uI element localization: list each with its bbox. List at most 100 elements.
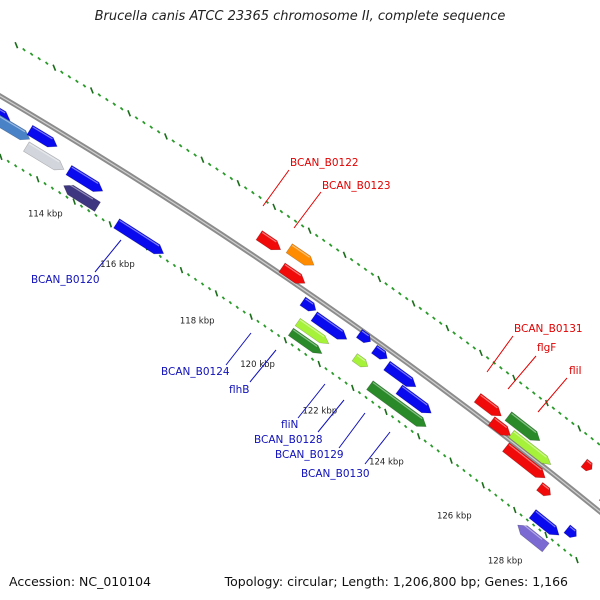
- gene-label-b0123[interactable]: BCAN_B0123: [322, 180, 391, 192]
- gene-feature[interactable]: [563, 524, 580, 540]
- gene-feature[interactable]: [502, 442, 548, 483]
- gene-feature[interactable]: [351, 353, 370, 371]
- gene-feature[interactable]: [287, 327, 324, 357]
- ring-dot: [134, 116, 139, 120]
- callout-line-b0124: [225, 332, 252, 366]
- ring-dot: [14, 41, 19, 49]
- ring-dot: [158, 254, 162, 259]
- ring-dot: [384, 282, 388, 286]
- ring-dot: [171, 139, 176, 143]
- ring-dot: [321, 238, 326, 243]
- ring-dot: [344, 381, 348, 385]
- callout-line-b0129: [338, 412, 366, 449]
- ring-dot: [44, 61, 49, 66]
- gene-label-fliI[interactable]: fliI: [569, 365, 582, 377]
- gene-feature[interactable]: [473, 393, 505, 420]
- ring-dot: [455, 463, 460, 468]
- ring-dot: [410, 429, 414, 434]
- ring-dot: [97, 93, 102, 97]
- gene-feature[interactable]: [299, 296, 319, 314]
- gene-label-flhB[interactable]: flhB: [229, 384, 249, 396]
- ring-dot: [127, 110, 132, 117]
- gene-label-b0130[interactable]: BCAN_B0130: [301, 468, 370, 480]
- ring-dot: [531, 391, 536, 395]
- gene-feature[interactable]: [528, 509, 562, 540]
- gene-label-fliN[interactable]: fliN: [281, 419, 298, 431]
- gene-feature[interactable]: [580, 458, 595, 473]
- gene-feature[interactable]: [113, 218, 167, 259]
- gene-feature[interactable]: [366, 380, 430, 431]
- ring-dot: [481, 481, 485, 489]
- gene-label-b0122[interactable]: BCAN_B0122: [290, 157, 359, 169]
- ring-dot: [119, 106, 124, 111]
- gene-label-b0129[interactable]: BCAN_B0129: [275, 449, 344, 461]
- ring-dot: [221, 296, 226, 300]
- gene-label-b0128[interactable]: BCAN_B0128: [254, 434, 323, 446]
- tick-label: 128 kbp: [488, 557, 523, 567]
- gene-feature[interactable]: [514, 521, 550, 553]
- ring-dot: [215, 167, 219, 171]
- tick-label: 124 kbp: [369, 458, 404, 468]
- ring-dot: [300, 224, 305, 228]
- ring-dot: [351, 384, 355, 392]
- ring-dot: [418, 306, 423, 311]
- gene-feature[interactable]: [285, 243, 317, 270]
- ring-dot: [310, 357, 315, 361]
- ring-dot: [229, 176, 234, 181]
- ring-dot: [544, 399, 549, 407]
- gene-feature[interactable]: [0, 113, 33, 144]
- ring-dot: [337, 376, 342, 381]
- gene-feature[interactable]: [278, 262, 308, 288]
- ring-dot: [28, 172, 33, 177]
- ring-dot: [349, 257, 354, 262]
- gene-feature[interactable]: [310, 311, 350, 344]
- ring-dot: [79, 204, 84, 208]
- gene-feature[interactable]: [395, 384, 435, 418]
- ring-dot: [235, 305, 239, 310]
- ring-dot: [452, 331, 456, 335]
- gene-feature[interactable]: [536, 482, 554, 499]
- gene-feature[interactable]: [487, 416, 514, 440]
- tick-label: 122 kbp: [302, 406, 337, 416]
- ring-dot: [416, 432, 421, 440]
- ring-dot: [445, 324, 450, 332]
- ring-dot: [193, 153, 197, 157]
- ring-dot: [104, 97, 109, 102]
- gene-feature[interactable]: [26, 124, 60, 151]
- tick-label: 120 kbp: [240, 360, 275, 370]
- callout-line-b0123: [293, 191, 322, 229]
- gene-label-b0120[interactable]: BCAN_B0120: [31, 274, 100, 286]
- gene-feature[interactable]: [504, 411, 543, 445]
- gene-feature[interactable]: [370, 344, 390, 362]
- gene-feature[interactable]: [61, 181, 101, 212]
- gene-feature[interactable]: [23, 141, 66, 174]
- ring-dot: [363, 267, 368, 272]
- gene-feature[interactable]: [355, 328, 373, 345]
- callout-line-flgF: [507, 355, 537, 390]
- tick-label: 118 kbp: [180, 317, 215, 327]
- ring-dot: [403, 424, 408, 429]
- ring-dot: [462, 468, 466, 473]
- ring-dot: [518, 381, 523, 385]
- ring-dot: [370, 272, 375, 276]
- ring-dot: [142, 120, 146, 125]
- ring-dot: [425, 311, 429, 316]
- ring-dot: [283, 336, 288, 344]
- ring-dot: [423, 439, 427, 443]
- gene-feature[interactable]: [65, 164, 106, 195]
- ring-dot: [108, 221, 113, 228]
- ring-dot: [293, 219, 298, 223]
- ring-dot: [89, 87, 94, 94]
- gene-label-flgF[interactable]: flgF: [537, 342, 556, 354]
- ring-dot: [57, 190, 62, 195]
- gene-feature[interactable]: [508, 429, 554, 468]
- gene-label-b0131[interactable]: BCAN_B0131: [514, 323, 583, 335]
- ring-dot: [317, 360, 322, 368]
- ring-dot: [65, 195, 69, 199]
- gene-feature[interactable]: [294, 317, 331, 347]
- gene-label-b0124[interactable]: BCAN_B0124: [161, 366, 230, 378]
- ring-dot: [207, 286, 212, 291]
- gene-feature[interactable]: [255, 230, 284, 255]
- gene-feature[interactable]: [383, 360, 420, 391]
- ring-dot: [525, 518, 530, 522]
